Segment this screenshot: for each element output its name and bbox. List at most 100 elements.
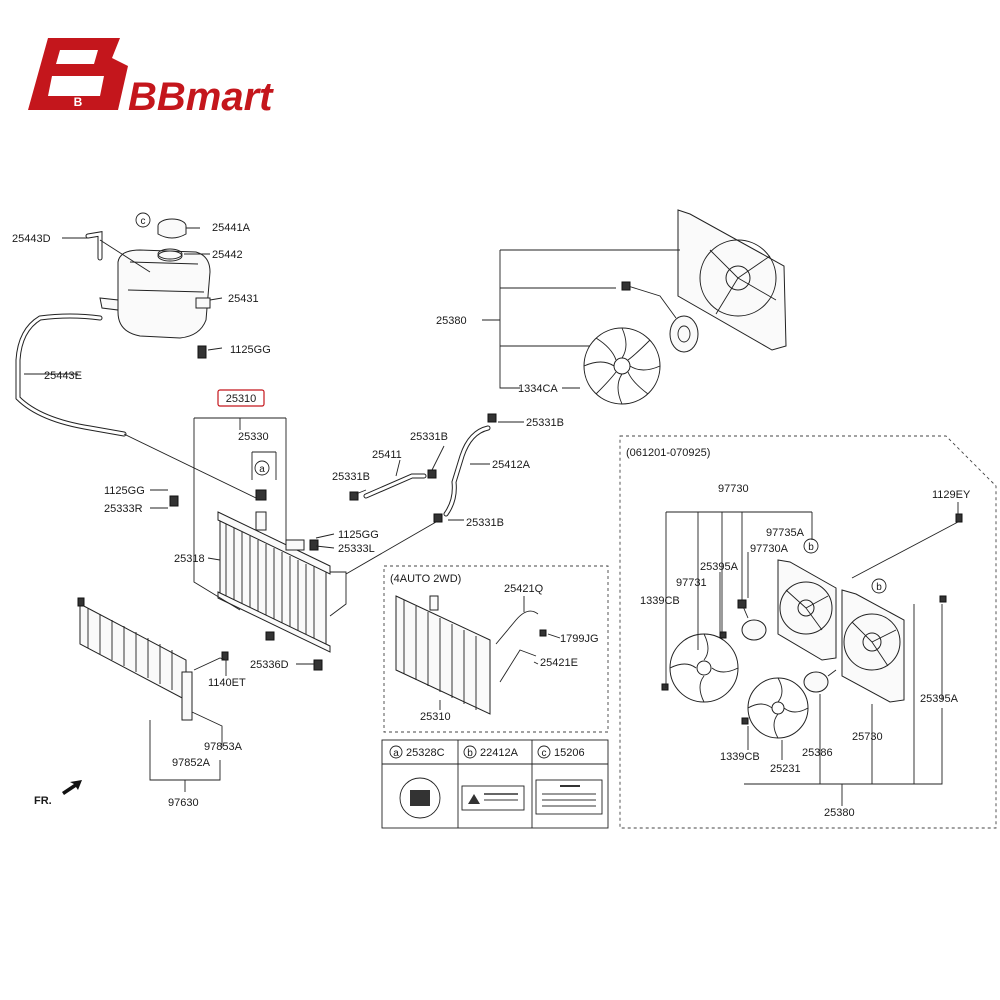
label-1125GG-right: 1125GG — [338, 529, 379, 541]
label-front-direction: FR. — [34, 795, 52, 807]
radiator-mount-bush — [313, 659, 323, 671]
fan-shroud-left — [777, 559, 837, 661]
legend-item-c: c 15206 — [535, 745, 603, 815]
callout-a: a — [254, 460, 270, 476]
bolt-1129EY — [955, 513, 963, 523]
svg-text:22412A: 22412A — [480, 747, 519, 759]
reservoir-tank — [99, 249, 211, 359]
clamp-upper-a — [349, 491, 359, 501]
brand-name: BBmart — [128, 75, 274, 119]
clamp-lower-b — [433, 513, 443, 523]
label-1799JG: 1799JG — [560, 633, 599, 645]
clip-25395A — [719, 631, 727, 639]
label-25336D: 25336D — [250, 659, 289, 671]
fan-shroud-top — [677, 209, 787, 351]
label-25380-bottom: 25380 — [824, 807, 855, 819]
svg-text:b: b — [808, 542, 814, 553]
condenser — [77, 597, 193, 721]
label-97852A: 97852A — [172, 757, 211, 769]
radiator-core — [217, 511, 331, 653]
legend-item-b: b 22412A — [461, 745, 525, 811]
label-1339CB-right: 1339CB — [720, 751, 760, 763]
fan-motor-top — [621, 281, 699, 353]
clip-25395A-right — [939, 595, 947, 603]
legend-item-a: a 25328C — [389, 745, 445, 819]
drain-plug — [265, 631, 275, 641]
front-arrow-icon — [62, 780, 82, 795]
label-25333L: 25333L — [338, 543, 375, 555]
label-25330: 25330 — [238, 431, 269, 443]
filler-cap — [157, 218, 187, 239]
fan-blade-right — [747, 677, 809, 739]
bolt-1339CB-right — [741, 717, 749, 725]
label-25386: 25386 — [802, 747, 833, 759]
label-25442: 25442 — [212, 249, 243, 261]
label-1334CA: 1334CA — [518, 383, 558, 395]
callout-b-right: b — [871, 578, 887, 594]
fan-blade-top — [583, 327, 661, 405]
fan-motor-left — [737, 599, 767, 641]
label-25730: 25730 — [852, 731, 883, 743]
fan-blade-left — [669, 633, 739, 703]
bolt-1339CB-left — [661, 683, 669, 691]
fan-motor-right — [803, 669, 837, 693]
bracket-right — [169, 495, 179, 507]
svg-text:a: a — [393, 748, 399, 759]
label-25443E: 25443E — [44, 370, 82, 382]
label-25431: 25431 — [228, 293, 259, 305]
label-25380-top: 25380 — [436, 315, 467, 327]
fan-shroud-right — [841, 589, 905, 703]
label-25395A-right: 25395A — [920, 693, 959, 705]
oil-cooler-hoses — [495, 610, 539, 683]
label-97735A: 97735A — [766, 527, 805, 539]
label-97853A: 97853A — [204, 741, 243, 753]
label-25231: 25231 — [770, 763, 801, 775]
label-1339CB-left: 1339CB — [640, 595, 680, 607]
variant-box-dated — [619, 435, 997, 829]
label-25310: 25310 — [226, 393, 257, 405]
label-97730: 97730 — [718, 483, 749, 495]
overflow-hose-small — [85, 231, 103, 261]
label-4auto-2wd: (4AUTO 2WD) — [390, 573, 461, 585]
svg-text:b: b — [467, 748, 473, 759]
bracket-left — [309, 539, 319, 551]
callout-b-left: b — [803, 538, 819, 554]
label-25411: 25411 — [372, 449, 402, 461]
svg-text:c: c — [542, 748, 547, 759]
radiator-cap — [255, 489, 267, 501]
svg-text:c: c — [141, 216, 146, 227]
label-1125GG-left: 1125GG — [104, 485, 145, 497]
label-25421E: 25421E — [540, 657, 578, 669]
cap-gasket-ring — [157, 248, 183, 260]
label-1129EY: 1129EY — [932, 489, 971, 501]
label-25331B-top: 25331B — [526, 417, 564, 429]
label-25441A: 25441A — [212, 222, 251, 234]
variant-box-4auto — [383, 565, 609, 733]
label-25331B-upper: 25331B — [332, 471, 370, 483]
brand-logo: B BBmart — [28, 38, 274, 119]
label-25310-variant: 25310 — [420, 711, 451, 723]
callout-c: c — [135, 212, 151, 228]
label-1140ET: 1140ET — [208, 677, 246, 689]
label-25318: 25318 — [174, 553, 205, 565]
label-25331B-lower: 25331B — [466, 517, 504, 529]
label-97730A: 97730A — [750, 543, 789, 555]
label-25395A-left: 25395A — [700, 561, 739, 573]
label-97630: 97630 — [168, 797, 199, 809]
warning-label-icon — [461, 785, 525, 811]
svg-text:b: b — [876, 582, 882, 593]
label-25333R: 25333R — [104, 503, 143, 515]
label-25412A: 25412A — [492, 459, 531, 471]
svg-text:15206: 15206 — [554, 747, 585, 759]
label-1125GG-tank: 1125GG — [230, 344, 271, 356]
label-25331B-mid: 25331B — [410, 431, 448, 443]
clamp-upper-b — [427, 469, 437, 479]
label-97731: 97731 — [676, 577, 707, 589]
label-date-range: (061201-070925) — [626, 447, 710, 459]
svg-text:a: a — [259, 464, 265, 475]
svg-text:25328C: 25328C — [406, 747, 445, 759]
radiator-variant — [395, 595, 491, 715]
label-25443D: 25443D — [12, 233, 51, 245]
logo-letter: B — [74, 95, 83, 109]
